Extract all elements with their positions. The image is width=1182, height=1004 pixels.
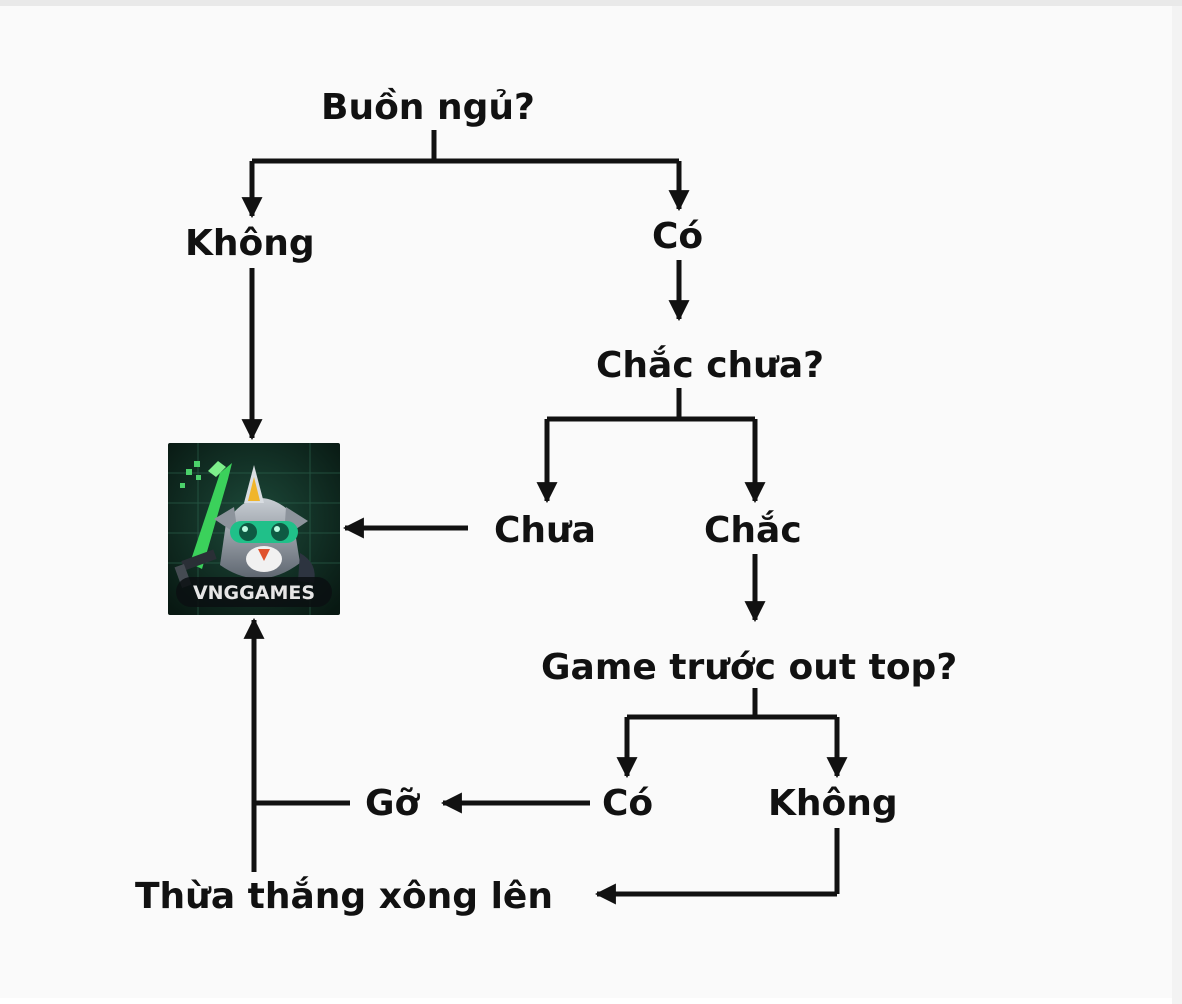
vnggames-logo-text: VNGGAMES [193,582,315,604]
node-yes-1: Có [652,216,704,257]
game-app-icon: VNGGAMES [168,443,340,615]
node-no-2: Không [768,783,898,824]
node-sleepy-question: Buồn ngủ? [321,87,535,128]
node-sure-question: Chắc chưa? [596,345,824,386]
right-edge-strip [1172,6,1182,1004]
node-sure: Chắc [704,510,802,551]
node-last-game-question: Game trước out top? [541,647,958,688]
node-win-more: Thừa thắng xông lên [135,876,553,917]
node-uninstall: Gỡ [365,783,420,824]
node-yes-2: Có [602,783,654,824]
goggles-icon [230,521,298,543]
node-not-yet: Chưa [494,510,596,551]
flowchart-connectors [241,130,848,905]
sword-icon [174,461,232,589]
node-no-1: Không [185,223,315,264]
